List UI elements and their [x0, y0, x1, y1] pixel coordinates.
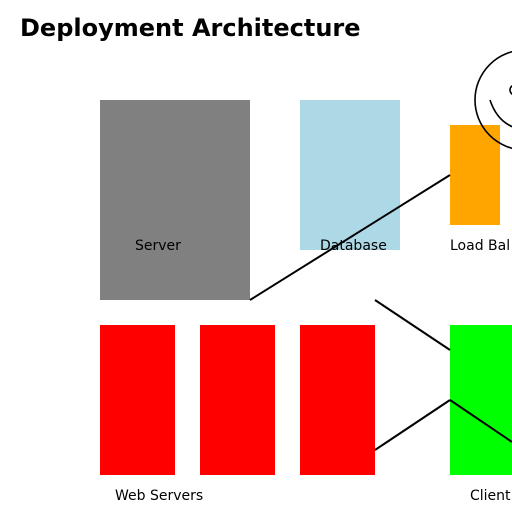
database-label: Database: [320, 238, 387, 254]
load-balancer-label: Load Bal: [450, 238, 510, 254]
connector-line: [374, 299, 451, 351]
connector-line: [249, 174, 451, 301]
web-servers-label: Web Servers: [115, 488, 203, 504]
client-block: [450, 325, 512, 475]
server-label: Server: [135, 238, 181, 254]
web-server-block: [200, 325, 275, 475]
connector-line: [374, 399, 451, 451]
connector-line: [449, 399, 512, 443]
web-server-block: [300, 325, 375, 475]
database-block: [300, 100, 400, 250]
server-block: [100, 100, 250, 300]
web-server-block: [100, 325, 175, 475]
smiley-face-icon: [474, 50, 512, 150]
diagram-title: Deployment Architecture: [20, 14, 361, 42]
load-balancer-block: [450, 125, 500, 225]
client-label: Client: [470, 488, 511, 504]
